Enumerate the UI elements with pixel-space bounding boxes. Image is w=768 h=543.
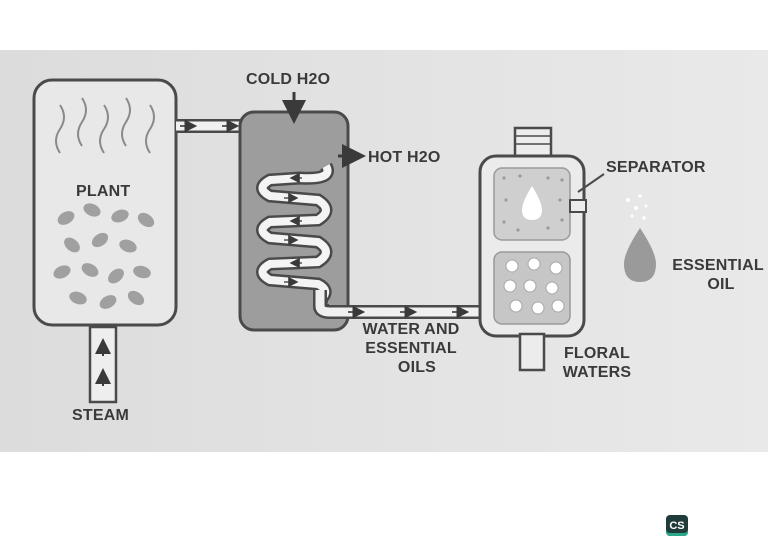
floral-waters-outlet bbox=[518, 332, 546, 372]
essential-oil-line-2: OIL bbox=[707, 276, 735, 293]
water-and-oils-label: WATER AND ESSENTIAL OILS bbox=[356, 320, 466, 377]
leaf-icon bbox=[69, 291, 87, 305]
flower-icon bbox=[523, 279, 537, 293]
essential-oil-label: ESSENTIAL OIL bbox=[668, 256, 768, 294]
essential-oil-line-1: ESSENTIAL bbox=[672, 257, 764, 274]
flower-icon bbox=[545, 281, 559, 295]
flower-icon bbox=[503, 279, 517, 293]
leaf-icon bbox=[99, 295, 117, 309]
floral-waters-line-2: WATERS bbox=[562, 364, 632, 381]
distillation-diagram: COLD H2O HOT H2O PLANT STEAM SEPARATOR E… bbox=[0, 50, 768, 452]
plant-vessel bbox=[32, 78, 178, 327]
leaf-icon bbox=[57, 211, 75, 225]
floral-waters-line-1: FLORAL bbox=[563, 345, 631, 362]
leaf-icon bbox=[133, 265, 151, 279]
droplet-icon bbox=[522, 186, 542, 220]
flower-icon bbox=[509, 299, 523, 313]
steam-wisps bbox=[55, 97, 155, 154]
leaf-icon bbox=[81, 263, 99, 277]
oil-outlet bbox=[569, 199, 587, 213]
leaf-icon bbox=[111, 209, 129, 223]
leaf-icon bbox=[119, 239, 137, 253]
flower-icon bbox=[505, 259, 519, 273]
plant-label: PLANT bbox=[76, 183, 131, 200]
leaf-icons bbox=[53, 203, 155, 309]
camscanner-logo: CS bbox=[666, 515, 688, 536]
leaf-icon bbox=[53, 265, 71, 279]
flower-icon bbox=[551, 299, 565, 313]
condenser-coil bbox=[256, 162, 334, 315]
spray-dots bbox=[626, 194, 648, 220]
leaf-icon bbox=[64, 237, 80, 253]
water-and-oils-line-2: ESSENTIAL bbox=[365, 340, 457, 357]
leaf-icon bbox=[127, 290, 145, 306]
oil-dots bbox=[502, 174, 564, 232]
separator-pointer bbox=[577, 173, 605, 193]
droplet-icon bbox=[624, 228, 656, 282]
leaf-icon bbox=[91, 232, 109, 248]
flower-icon bbox=[531, 301, 545, 315]
floral-waters-label: FLORAL WATERS bbox=[556, 344, 638, 382]
water-and-oils-line-1: WATER AND bbox=[362, 321, 460, 338]
separator-label: SEPARATOR bbox=[606, 159, 706, 176]
water-and-oils-line-3: OILS bbox=[397, 359, 437, 376]
flower-icons bbox=[503, 257, 565, 315]
cold-h2o-label: COLD H2O bbox=[246, 71, 331, 88]
leaf-icon bbox=[137, 212, 155, 228]
diagram-graphics bbox=[32, 78, 656, 404]
leaf-icon bbox=[108, 268, 124, 284]
coil-arrows bbox=[284, 172, 302, 288]
leaf-icon bbox=[83, 203, 101, 217]
separator-cap bbox=[513, 126, 553, 158]
steam-inlet-pipe bbox=[88, 325, 118, 404]
flower-icon bbox=[549, 261, 563, 275]
steam-label: STEAM bbox=[72, 407, 129, 424]
hot-h2o-label: HOT H2O bbox=[368, 149, 441, 166]
flower-icon bbox=[527, 257, 541, 271]
